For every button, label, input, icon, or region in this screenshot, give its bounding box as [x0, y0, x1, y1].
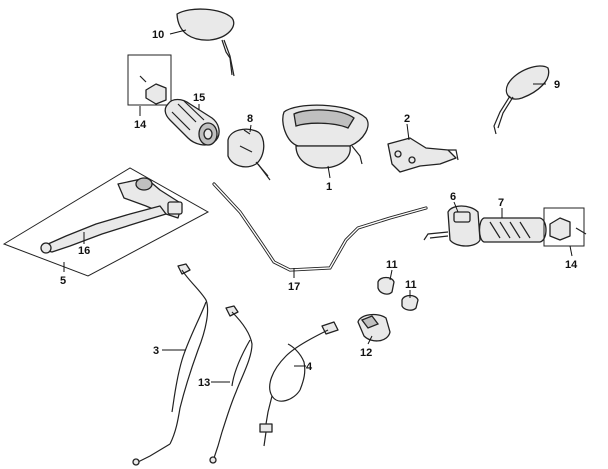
handlebar — [212, 182, 428, 272]
callout-16: 16 — [78, 245, 90, 257]
callout-15: 15 — [193, 92, 205, 104]
switch-connector — [357, 313, 391, 342]
callout-9: 9 — [554, 79, 560, 91]
cable-clip-lower — [401, 294, 419, 311]
right-bar-end-weight — [543, 207, 587, 247]
callout-1: 1 — [326, 181, 332, 193]
callout-12: 12 — [360, 347, 372, 359]
callout-6: 6 — [450, 191, 456, 203]
callout-2: 2 — [404, 113, 410, 125]
clutch-cable — [132, 263, 209, 466]
left-switch-housing — [227, 128, 271, 181]
left-mirror — [176, 8, 235, 77]
callout-14-left: 14 — [134, 119, 147, 131]
clutch-lever-assembly — [2, 167, 210, 277]
callout-7: 7 — [498, 197, 504, 209]
callout-11-lower: 11 — [405, 279, 417, 291]
callout-11-upper: 11 — [386, 259, 398, 271]
cluster-bracket — [387, 137, 459, 173]
callout-10: 10 — [152, 29, 164, 41]
throttle-grip — [164, 98, 220, 146]
callout-17: 17 — [288, 281, 300, 293]
instrument-cluster — [282, 104, 369, 169]
callout-8: 8 — [247, 113, 253, 125]
right-mirror — [493, 65, 550, 135]
callout-13: 13 — [198, 377, 210, 389]
brake-cable — [259, 321, 339, 447]
throttle-cable — [209, 305, 253, 464]
leader-lines — [63, 29, 573, 383]
callout-5: 5 — [60, 275, 66, 287]
callout-3: 3 — [153, 345, 159, 357]
right-grip — [478, 217, 547, 243]
callout-4: 4 — [306, 361, 313, 373]
right-switch-housing — [423, 205, 481, 247]
cable-clip-upper — [377, 276, 395, 295]
callout-14-right: 14 — [565, 259, 578, 271]
left-bar-end-weight — [127, 54, 172, 106]
